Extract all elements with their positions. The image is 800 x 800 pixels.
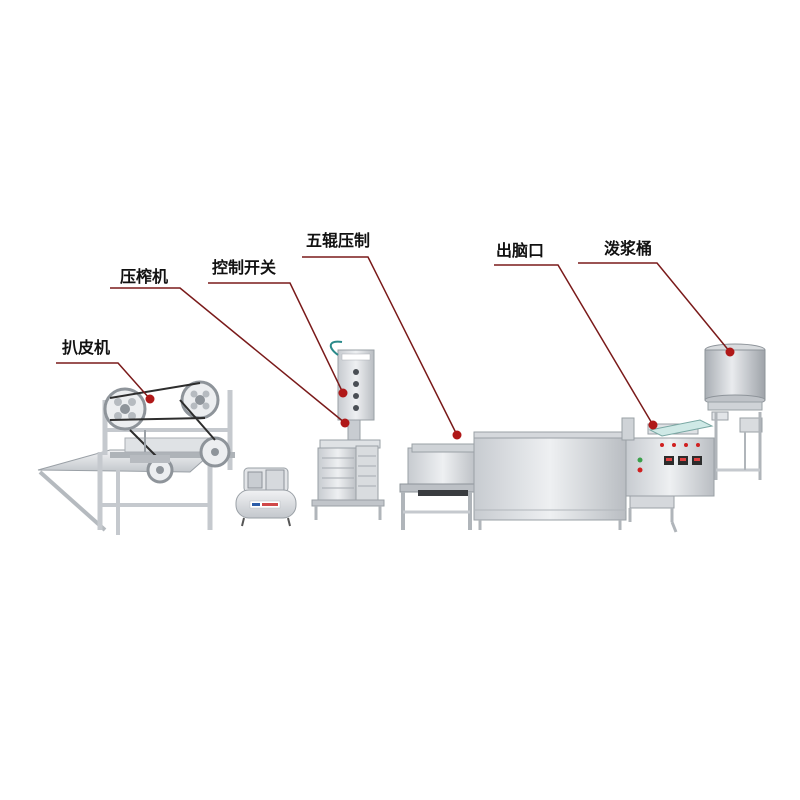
marker-dot-switch: [338, 388, 348, 398]
marker-dot-press: [340, 418, 350, 428]
forming-tank: [473, 431, 627, 530]
marker-dot-roller: [452, 430, 462, 440]
label-peeling-machine: 扒皮机: [62, 338, 111, 357]
label-splash-bucket: 泼浆桶: [604, 239, 653, 258]
control-switch-knob: [353, 369, 359, 411]
label-five-roller-press: 五辊压制: [306, 231, 371, 250]
leader-line-roller: [302, 256, 458, 436]
control-cabinet: [621, 417, 715, 533]
label-control-switch: 控制开关: [212, 258, 277, 277]
press-machine: [311, 340, 385, 520]
leader-line-press: [110, 287, 346, 424]
splash-bucket: [704, 343, 766, 480]
five-roller-press: [399, 443, 479, 530]
pulley-wheel: [180, 380, 220, 420]
air-compressor: [235, 467, 297, 527]
leader-lines: [56, 256, 731, 436]
pulley-wheel: [199, 436, 231, 468]
marker-dot-bucket: [725, 347, 735, 357]
marker-dot-peel: [145, 394, 155, 404]
peeling-machine: [37, 380, 235, 535]
label-curd-outlet: 出脑口: [496, 241, 545, 260]
marker-dot-outlet: [648, 420, 658, 430]
leader-line-switch: [208, 282, 344, 394]
leader-line-bucket: [578, 262, 731, 353]
label-press-machine: 压榨机: [120, 267, 169, 286]
leader-line-peel: [56, 362, 151, 400]
marker-dots: [145, 347, 735, 440]
leader-line-outlet: [494, 264, 654, 426]
